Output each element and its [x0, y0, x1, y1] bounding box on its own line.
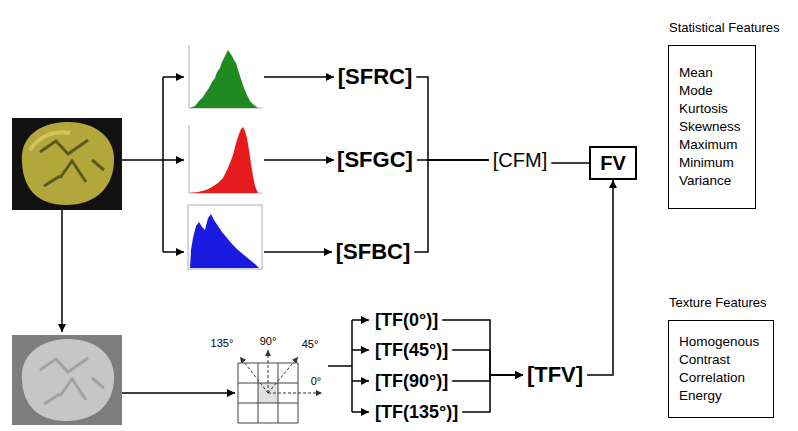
photo-highlight — [30, 132, 70, 150]
green-histogram — [190, 50, 258, 108]
red-histogram — [190, 127, 258, 193]
connector-line — [122, 159, 163, 161]
node-label: FV — [600, 151, 626, 175]
arrow — [352, 319, 369, 321]
histogram-frame — [188, 205, 262, 269]
feature-list-box: Statistical FeaturesMeanModeKurtosisSkew… — [668, 45, 756, 209]
split-line — [351, 320, 353, 412]
arrow — [163, 251, 184, 253]
feature-bracket: [TF(90°)] — [371, 368, 452, 394]
photo-background — [12, 118, 122, 210]
feature-bracket: [TF(0°)] — [371, 307, 442, 333]
direction-arrow — [268, 357, 298, 393]
angle-label: 45° — [301, 338, 320, 350]
direction-arrow — [268, 393, 322, 394]
photo-cracks — [40, 140, 104, 186]
feature-bracket: [CFM] — [489, 146, 551, 174]
feature-list-box: Texture FeaturesHomogenousContrastCorrel… — [668, 320, 774, 418]
angle-label: 90° — [259, 335, 278, 347]
node-label: [SFGC] — [337, 147, 413, 173]
feature-bracket: [SFBC] — [332, 237, 415, 267]
list-item: Variance — [679, 172, 741, 190]
gray-photo-cracks — [40, 358, 104, 404]
feature-bracket: [SFRC] — [334, 62, 417, 92]
connector — [416, 77, 489, 160]
connector — [414, 160, 489, 252]
sample-photo — [22, 122, 114, 205]
arrow — [352, 380, 369, 382]
list-item: Minimum — [679, 154, 741, 172]
box-heading: Statistical Features — [669, 20, 780, 36]
angle-label: 135° — [210, 337, 235, 349]
gray-photo-background — [12, 335, 122, 425]
connector — [452, 375, 523, 381]
list-item: Mode — [679, 82, 741, 100]
vector-box: FV — [589, 146, 637, 180]
gray-photo — [22, 339, 114, 421]
feature-bracket: [SFGC] — [333, 145, 417, 175]
box-heading: Texture Features — [669, 295, 767, 311]
connector — [452, 350, 523, 375]
list-item: Mean — [679, 64, 741, 82]
list-item: Maximum — [679, 136, 741, 154]
connector — [462, 375, 523, 412]
split-line — [162, 77, 164, 252]
list-item: Kurtosis — [679, 100, 741, 118]
arrow — [163, 76, 184, 78]
histogram-axes — [189, 125, 262, 193]
node-label: [TFV] — [527, 362, 583, 388]
list-item: Energy — [679, 387, 759, 405]
direction-arrow — [240, 357, 268, 393]
node-label: [SFRC] — [338, 64, 413, 90]
connector — [442, 320, 523, 375]
connector — [587, 180, 613, 375]
arrow — [61, 210, 63, 332]
list-item: Contrast — [679, 351, 759, 369]
node-label: [TF(90°)] — [375, 370, 448, 392]
angle-label: 0° — [310, 375, 323, 387]
arrow — [264, 251, 332, 253]
feature-bracket: [TF(45°)] — [371, 337, 452, 363]
node-label: [TF(0°)] — [375, 309, 438, 331]
feature-bracket: [TF(135°)] — [371, 399, 462, 425]
node-label: [SFBC] — [336, 239, 411, 265]
list-item: Correlation — [679, 369, 759, 387]
node-label: [TF(135°)] — [375, 401, 458, 423]
arrow — [163, 159, 184, 161]
connector — [551, 162, 589, 164]
connector-line — [328, 365, 352, 367]
arrow — [264, 159, 334, 161]
arrow — [264, 76, 334, 78]
arrow — [352, 411, 369, 413]
blue-histogram — [190, 214, 259, 268]
list-item: Skewness — [679, 118, 741, 136]
feature-bracket: [TFV] — [523, 360, 587, 390]
arrow — [352, 349, 369, 351]
histogram-axes — [189, 45, 262, 108]
node-label: [TF(45°)] — [375, 339, 448, 361]
direction-arrow — [268, 350, 269, 393]
node-label: [CFM] — [493, 148, 547, 172]
list-item: Homogenous — [679, 333, 759, 351]
arrow — [122, 392, 235, 394]
